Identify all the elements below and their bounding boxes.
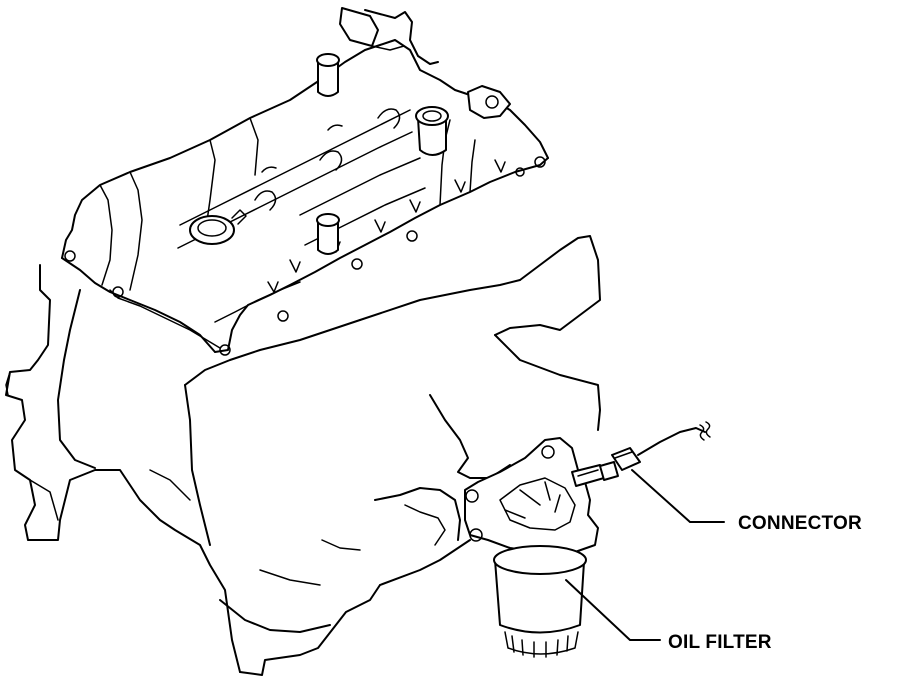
connector-label: CONNECTOR — [738, 513, 862, 534]
top-fittings — [316, 7, 511, 255]
oil-filler-cap — [189, 209, 247, 245]
valve-cover — [61, 39, 549, 353]
oil-filter-leader-line — [565, 579, 661, 641]
oil-filter-label: OIL FILTER — [668, 632, 772, 653]
connector-leader-line — [631, 469, 725, 523]
oil-filter-assembly — [464, 437, 619, 658]
connector-part — [611, 421, 711, 471]
leader-lines — [565, 469, 725, 641]
cover-bolts — [64, 156, 546, 356]
